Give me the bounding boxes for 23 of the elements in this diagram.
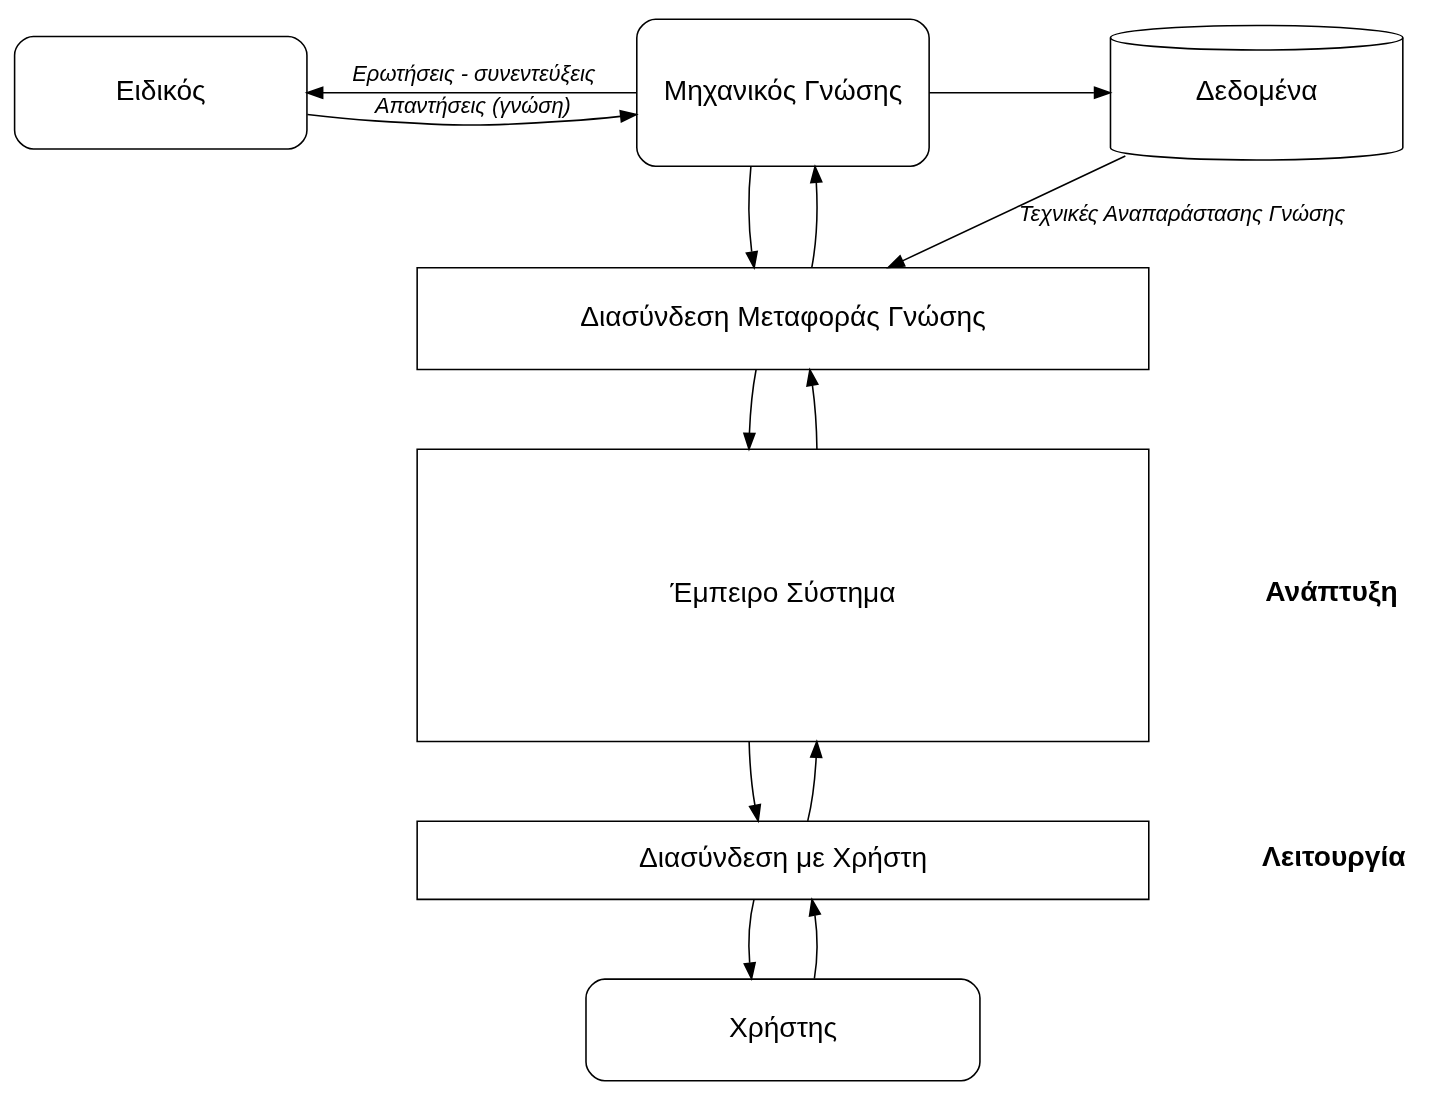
node-box: Μηχανικός Γνώσης (636, 18, 930, 167)
arrow (806, 367, 819, 450)
arrow (886, 155, 1127, 269)
arrow (808, 897, 822, 980)
node-box: Διασύνδεση Μεταφοράς Γνώσης (416, 267, 1150, 371)
node-box: Έμπειρο Σύστημα (416, 448, 1150, 743)
arrow (743, 898, 757, 982)
label: Λειτουργία (1262, 840, 1406, 872)
arrow (742, 368, 757, 452)
node-box: Διασύνδεση με Χρήστη (416, 820, 1150, 901)
arrow (806, 739, 823, 822)
arrow (809, 164, 823, 269)
arrow (304, 86, 638, 100)
node-box: Ειδικός (13, 35, 308, 150)
arrow (306, 109, 639, 126)
arrow (748, 740, 762, 824)
edge-label: Τεχνικές Αναπαράστασης Γνώσης (1019, 201, 1346, 227)
label: Ανάπτυξη (1265, 575, 1398, 607)
edge-label: Απαντήσεις (γνώση) (374, 93, 571, 119)
arrow (928, 86, 1113, 100)
node-box: Χρήστης (585, 978, 981, 1082)
edge-label: Ερωτήσεις - συνεντεύξεις (352, 60, 596, 86)
arrow (745, 165, 759, 270)
